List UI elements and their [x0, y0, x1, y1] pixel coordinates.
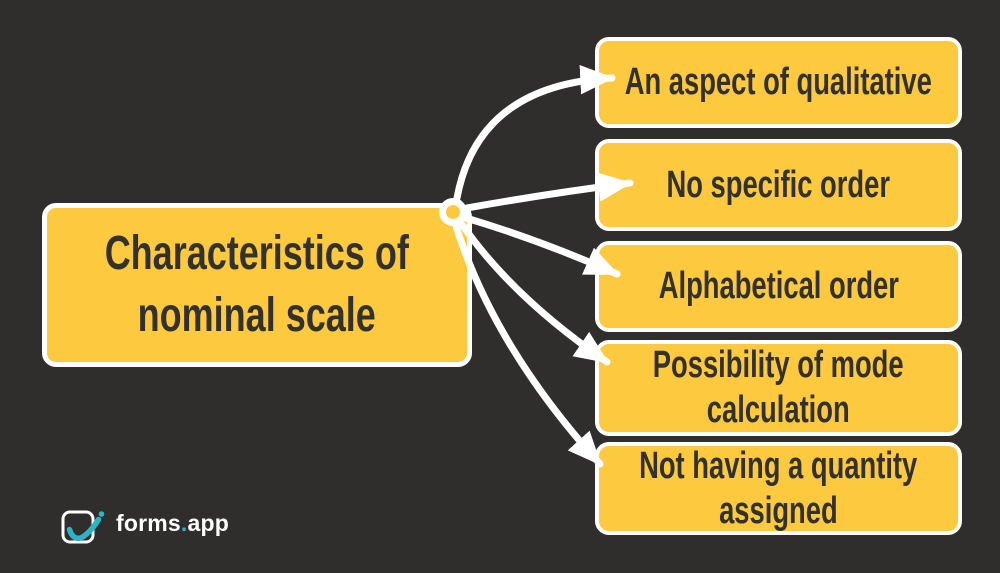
branch-label-line2: calculation — [707, 389, 850, 431]
forms-app-logo: forms.app — [58, 502, 229, 544]
branch-label-line1: Not having a quantity — [639, 444, 918, 487]
branch-box-mode-calculation: Possibility of mode calculation — [595, 340, 962, 436]
branch-box-alphabetical-order: Alphabetical order — [595, 241, 962, 332]
branch-box-no-quantity: Not having a quantity assigned — [595, 442, 962, 535]
logo-word: forms — [116, 509, 181, 536]
logo-dot: . — [180, 509, 188, 536]
forms-app-wordmark: forms.app — [116, 510, 229, 537]
arrow-to-mode-calculation — [457, 219, 611, 366]
main-topic-box: Characteristics of nominal scale — [42, 203, 472, 367]
branch-label: No specific order — [666, 163, 891, 206]
branch-box-no-specific-order: No specific order — [595, 139, 962, 231]
arrow-to-qualitative — [453, 64, 616, 202]
branch-label: An aspect of qualitative — [624, 61, 933, 103]
branch-label-line2: assigned — [719, 489, 838, 532]
branch-label-line1: Possibility of mode — [653, 344, 904, 386]
forms-app-check-icon — [61, 510, 105, 544]
branch-label: Alphabetical order — [658, 265, 899, 307]
branch-box-qualitative: An aspect of qualitative — [595, 37, 962, 128]
arrow-to-no-quantity — [452, 222, 604, 468]
main-topic-line2: nominal scale — [137, 289, 377, 342]
main-topic-line1: Characteristics of — [104, 227, 410, 280]
logo-suffix: app — [187, 509, 229, 536]
